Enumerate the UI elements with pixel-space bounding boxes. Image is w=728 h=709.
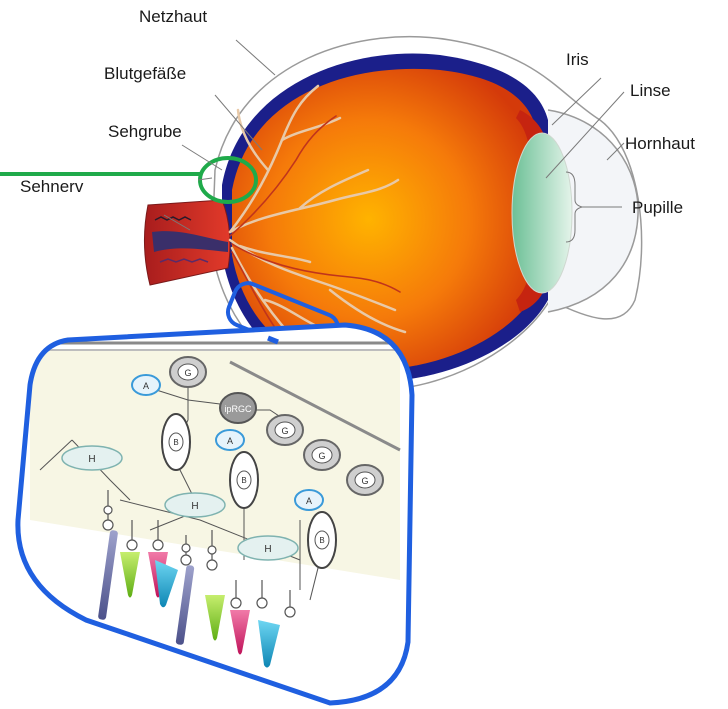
cell-h-3: H — [264, 544, 271, 555]
label-hornhaut: Hornhaut — [625, 134, 695, 153]
label-pupille: Pupille — [632, 198, 683, 217]
cell-b-2: B — [241, 476, 246, 485]
label-linse: Linse — [630, 81, 671, 100]
cell-h-2: H — [191, 501, 198, 512]
label-sehnerv: Sehnerv — [20, 177, 84, 196]
label-iris: Iris — [566, 50, 589, 69]
label-netzhaut: Netzhaut — [139, 7, 207, 26]
cell-iprgc: ipRGC — [224, 404, 252, 414]
label-blutgefaesse: Blutgefäße — [104, 64, 186, 83]
cell-b-3: B — [319, 536, 324, 545]
cell-g-4: G — [361, 476, 368, 486]
lens — [512, 133, 572, 293]
cell-b-1: B — [173, 438, 178, 447]
retina-inset: G G G G ipRGC A A A B B B H H — [0, 279, 430, 709]
cell-a-3: A — [306, 496, 312, 506]
cell-g-1: G — [184, 368, 191, 378]
cell-g-2: G — [281, 426, 288, 436]
cell-h-1: H — [88, 454, 95, 465]
cell-a-2: A — [227, 436, 233, 446]
cell-a-1: A — [143, 381, 149, 391]
cell-g-3: G — [318, 451, 325, 461]
label-sehgrube: Sehgrube — [108, 122, 182, 141]
